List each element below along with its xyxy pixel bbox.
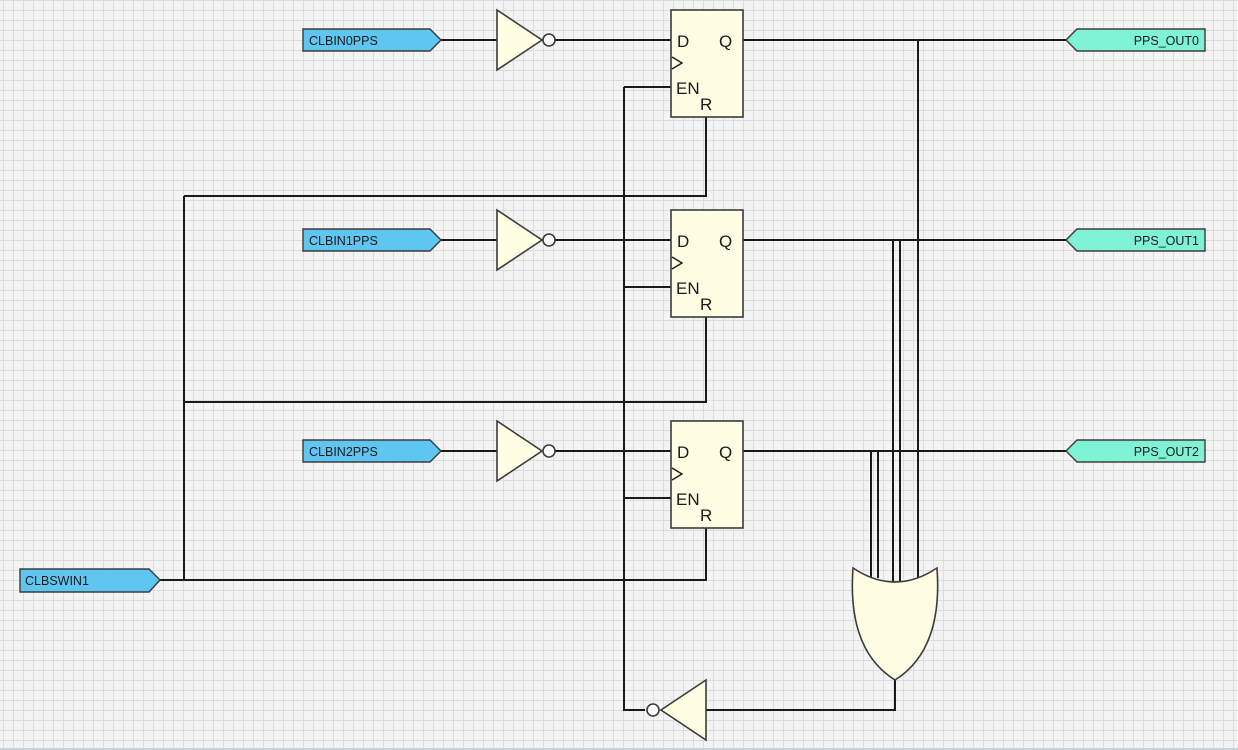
output-pin-label: PPS_OUT2: [1134, 445, 1199, 459]
ff-pin-d: D: [677, 32, 689, 51]
inverter-2[interactable]: [496, 419, 556, 483]
input-pin-label: CLBIN0PPS: [309, 34, 378, 48]
wire-reset-to-ff0: [184, 117, 707, 197]
wire-reset-to-ff1: [184, 317, 707, 403]
flip-flop-0[interactable]: D Q EN R: [670, 9, 744, 118]
ff-pin-en: EN: [676, 279, 700, 298]
input-pin-clbin1pps[interactable]: CLBIN1PPS: [302, 228, 442, 252]
ff-pin-q: Q: [719, 232, 732, 251]
ff-pin-d: D: [677, 443, 689, 462]
or-gate[interactable]: [851, 566, 939, 681]
wire-sw-to-reset-bus: [160, 196, 185, 581]
input-pin-label: CLBSWIN1: [25, 574, 89, 588]
input-pin-clbswin1[interactable]: CLBSWIN1: [19, 568, 161, 593]
inverter-0[interactable]: [496, 8, 556, 72]
ff-pin-q: Q: [719, 32, 732, 51]
ff-pin-q: Q: [719, 443, 732, 462]
wire-or-out-to-inv3: [706, 680, 896, 711]
ff-pin-r: R: [700, 506, 712, 525]
wire-reset-to-ff2: [184, 528, 707, 581]
ff-pin-en: EN: [676, 490, 700, 509]
input-pin-clbin0pps[interactable]: CLBIN0PPS: [302, 28, 442, 52]
inverter-1[interactable]: [496, 208, 556, 272]
output-pin-label: PPS_OUT1: [1134, 234, 1199, 248]
output-pin-pps-out1[interactable]: PPS_OUT1: [1065, 228, 1206, 252]
output-pin-label: PPS_OUT0: [1134, 34, 1199, 48]
output-pin-pps-out2[interactable]: PPS_OUT2: [1065, 439, 1206, 463]
flip-flop-1[interactable]: D Q EN R: [670, 209, 744, 318]
wires: [160, 39, 1066, 711]
flip-flop-2[interactable]: D Q EN R: [670, 420, 744, 529]
ff-pin-r: R: [700, 295, 712, 314]
output-pin-pps-out0[interactable]: PPS_OUT0: [1065, 28, 1206, 52]
ff-pin-r: R: [700, 95, 712, 114]
ff-pin-d: D: [677, 232, 689, 251]
input-pin-clbin2pps[interactable]: CLBIN2PPS: [302, 439, 442, 463]
clock-icon: [671, 256, 684, 270]
clock-icon: [671, 467, 684, 481]
inverter-feedback[interactable]: [646, 678, 707, 742]
clock-icon: [671, 56, 684, 70]
wire-inv3-to-en-bus: [623, 87, 645, 711]
input-pin-label: CLBIN1PPS: [309, 234, 378, 248]
input-pin-label: CLBIN2PPS: [309, 445, 378, 459]
ff-pin-en: EN: [676, 79, 700, 98]
